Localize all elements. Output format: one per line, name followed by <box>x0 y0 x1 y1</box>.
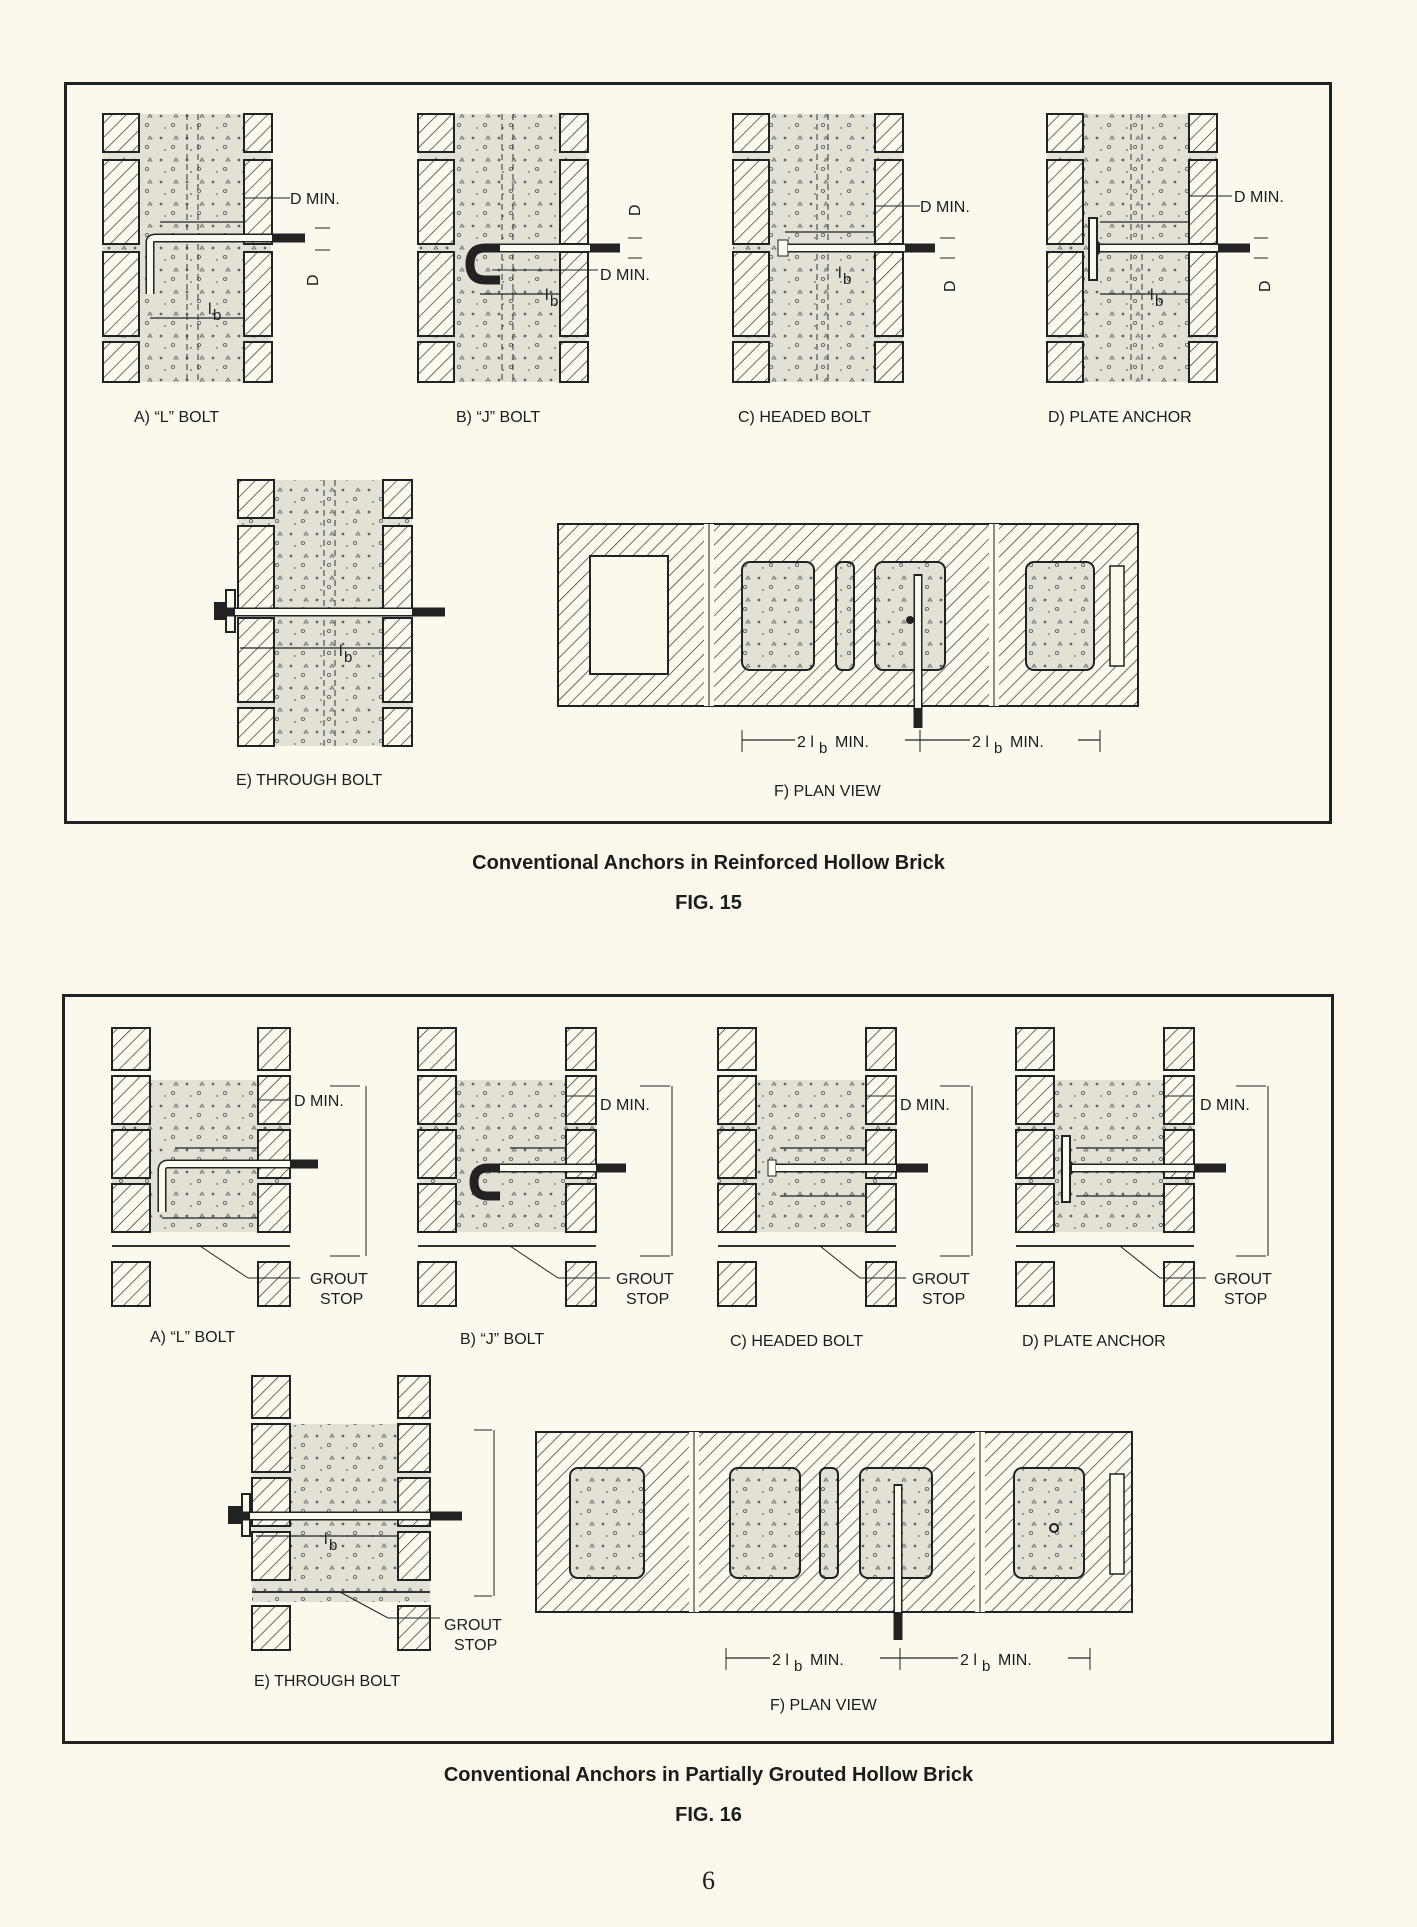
fig15-d-plate-anchor-drawing <box>1046 113 1268 383</box>
fig16-row1-drawings <box>111 1027 1269 1307</box>
fig15-a-lb-sub: b <box>213 307 221 324</box>
fig16-d-dmin-label: D MIN. <box>1200 1097 1250 1114</box>
fig15-d-lb-label: l <box>1150 287 1154 304</box>
fig15-a-l-bolt-drawing <box>102 113 330 383</box>
fig15-c-dmin-label: D MIN. <box>920 199 970 216</box>
fig15-b-dmin-label: D MIN. <box>600 267 650 284</box>
fig15-d-lb-sub: b <box>1155 293 1163 310</box>
fig16-a-dmin-label: D MIN. <box>294 1093 344 1110</box>
fig16-c-grout-1: GROUT <box>912 1271 970 1288</box>
fig15-f-dim-right-sub: b <box>994 740 1002 757</box>
fig16-f-dim-left-min: MIN. <box>810 1652 844 1669</box>
fig15-d-dmin-label: D MIN. <box>1234 189 1284 206</box>
fig16-e-lb-sub: b <box>329 1537 337 1554</box>
fig15-e-through-bolt-drawing <box>214 479 445 747</box>
fig15-f-dim-right-min: MIN. <box>1010 734 1044 751</box>
fig16-f-dim-right-a: 2 l <box>960 1652 977 1669</box>
fig16-f-dim-right-sub: b <box>982 1658 990 1675</box>
fig15-f-dim-right-a: 2 l <box>972 734 989 751</box>
fig16-b-grout-1: GROUT <box>616 1271 674 1288</box>
fig16-f-dim-left-sub: b <box>794 1658 802 1675</box>
fig15-c-lb-sub: b <box>843 271 851 288</box>
fig16-f-label: F) PLAN VIEW <box>770 1697 878 1714</box>
fig15-a-lb-label: l <box>208 301 212 318</box>
fig16-b-label: B) “J” BOLT <box>460 1331 544 1348</box>
fig15-d-label: D) PLATE ANCHOR <box>1048 409 1192 426</box>
fig16-caption: Conventional Anchors in Partially Groute… <box>443 1764 974 1786</box>
fig15-b-lb-sub: b <box>550 293 558 310</box>
fig15-f-dim-left-sub: b <box>819 740 827 757</box>
fig15-a-label: A) “L” BOLT <box>134 409 219 426</box>
fig15-b-label: B) “J” BOLT <box>456 409 540 426</box>
fig16-a-grout-2: STOP <box>320 1291 363 1308</box>
fig15-d-d-label: D <box>1257 280 1274 292</box>
fig16-c-grout-2: STOP <box>922 1291 965 1308</box>
fig15-f-plan-view-drawing <box>557 523 1139 752</box>
fig16-b-dmin-label: D MIN. <box>600 1097 650 1114</box>
fig16-e-grout-1: GROUT <box>444 1617 502 1634</box>
fig15-number: FIG. 15 <box>675 892 742 914</box>
fig16-d-grout-1: GROUT <box>1214 1271 1272 1288</box>
fig15-a-dmin-label: D MIN. <box>290 191 340 208</box>
fig15-c-headed-bolt-drawing <box>732 113 955 383</box>
fig16-a-label: A) “L” BOLT <box>150 1329 235 1346</box>
fig16-e-label: E) THROUGH BOLT <box>254 1673 400 1690</box>
fig16-c-dmin-label: D MIN. <box>900 1097 950 1114</box>
page-number: 6 <box>702 1866 715 1895</box>
fig15-f-dim-left-min: MIN. <box>835 734 869 751</box>
fig15-b-lb-label: l <box>545 287 549 304</box>
fig16-a-grout-1: GROUT <box>310 1271 368 1288</box>
fig16-f-plan-view-drawing <box>535 1431 1133 1670</box>
fig16-c-label: C) HEADED BOLT <box>730 1333 863 1350</box>
fig15-f-dim-left-a: 2 l <box>797 734 814 751</box>
fig15-e-lb-sub: b <box>344 649 352 666</box>
fig15-e-label: E) THROUGH BOLT <box>236 772 382 789</box>
fig15-b-j-bolt-drawing <box>417 113 642 383</box>
fig15-a-d-label: D <box>305 274 322 286</box>
fig16-e-lb-label: l <box>324 1531 328 1548</box>
fig16-e-grout-2: STOP <box>454 1637 497 1654</box>
fig15-e-lb-label: l <box>339 643 343 660</box>
fig16-f-dim-right-min: MIN. <box>998 1652 1032 1669</box>
fig16-d-label: D) PLATE ANCHOR <box>1022 1333 1166 1350</box>
fig16-b-grout-2: STOP <box>626 1291 669 1308</box>
fig15-caption: Conventional Anchors in Reinforced Hollo… <box>472 852 945 874</box>
fig16-d-grout-2: STOP <box>1224 1291 1267 1308</box>
fig15-c-lb-label: l <box>838 265 842 282</box>
fig15-c-d-label: D <box>942 280 959 292</box>
fig15-f-label: F) PLAN VIEW <box>774 783 882 800</box>
fig16-e-through-bolt-drawing <box>228 1375 495 1651</box>
fig15-c-label: C) HEADED BOLT <box>738 409 871 426</box>
fig15-b-d-label: D <box>627 204 644 216</box>
fig16-number: FIG. 16 <box>675 1804 742 1826</box>
fig16-f-dim-left-a: 2 l <box>772 1652 789 1669</box>
